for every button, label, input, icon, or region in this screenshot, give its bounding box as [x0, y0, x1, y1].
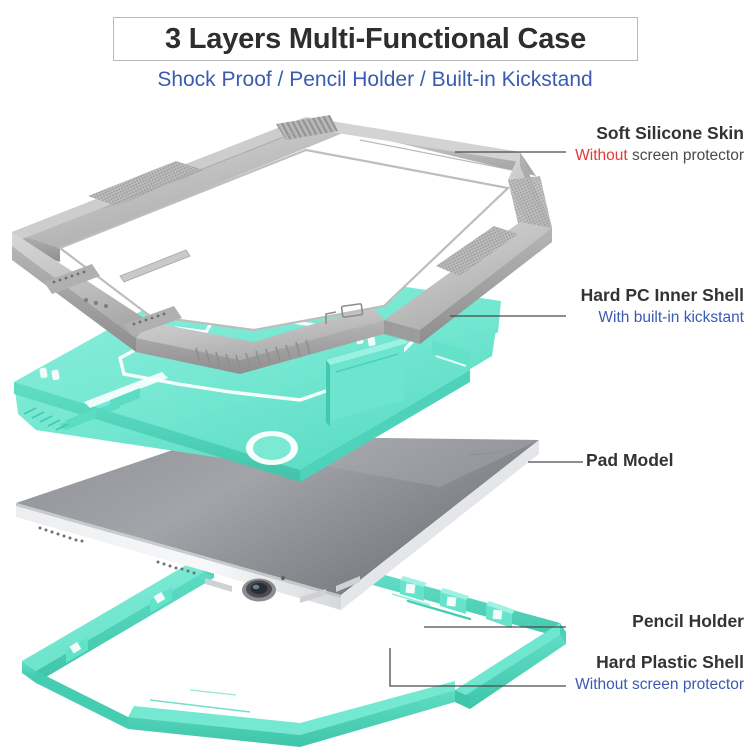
pc-shell-grip-ribs [23, 407, 69, 431]
tablet-camera [242, 575, 286, 602]
layer-pad-model [16, 436, 539, 610]
built-in-kickstand [326, 338, 408, 427]
page-subtitle: Shock Proof / Pencil Holder / Built-in K… [157, 68, 593, 91]
leader-lines [389, 151, 583, 687]
pc-shell-button-covers [66, 388, 140, 430]
plastic-shell-latches [66, 587, 172, 663]
callout-caption: Soft Silicone Skin [596, 123, 744, 143]
callout-hard-plastic-shell: Hard Plastic Shell Without screen protec… [575, 652, 744, 694]
callout-subtext: With built-in kickstant [598, 309, 744, 326]
callout-caption: Pencil Holder [632, 611, 744, 631]
callout-subtext-rest: screen protector [627, 147, 744, 164]
title-box: 3 Layers Multi-Functional Case [113, 17, 638, 61]
layer-silicone-skin [12, 115, 552, 374]
callout-subtext: Without screen protector [575, 676, 744, 693]
page-title: 3 Layers Multi-Functional Case [164, 22, 587, 55]
silicone-bottom-ribs [195, 339, 311, 369]
callout-pad-model: Pad Model [586, 450, 674, 471]
silicone-port-cutouts [44, 249, 191, 336]
pencil-holder-clips [391, 576, 515, 628]
pc-shell-vents [39, 333, 376, 381]
callout-hard-pc-inner-shell: Hard PC Inner Shell With built-in kickst… [581, 285, 744, 327]
callout-subtext: Without screen protector [575, 147, 744, 165]
pc-shell-camera-cutout [246, 431, 298, 465]
callout-caption: Hard Plastic Shell [596, 652, 744, 672]
callout-caption: Hard PC Inner Shell [580, 285, 744, 305]
pencil-slot [60, 372, 168, 430]
silicone-logo-mark [325, 303, 364, 324]
callout-soft-silicone-skin: Soft Silicone Skin Without screen protec… [575, 123, 744, 165]
callout-caption: Pad Model [586, 450, 674, 470]
tablet-speaker-grille-right [156, 560, 196, 575]
callout-pencil-holder: Pencil Holder [632, 611, 744, 632]
callout-warning-word: Without [575, 147, 628, 164]
tablet-buttons [205, 576, 360, 603]
layer-plastic-shell [22, 557, 566, 747]
tablet-speaker-grille-left [38, 526, 84, 543]
layer-pc-inner-shell [14, 261, 501, 482]
leader-line-plastic-shell [389, 648, 566, 687]
